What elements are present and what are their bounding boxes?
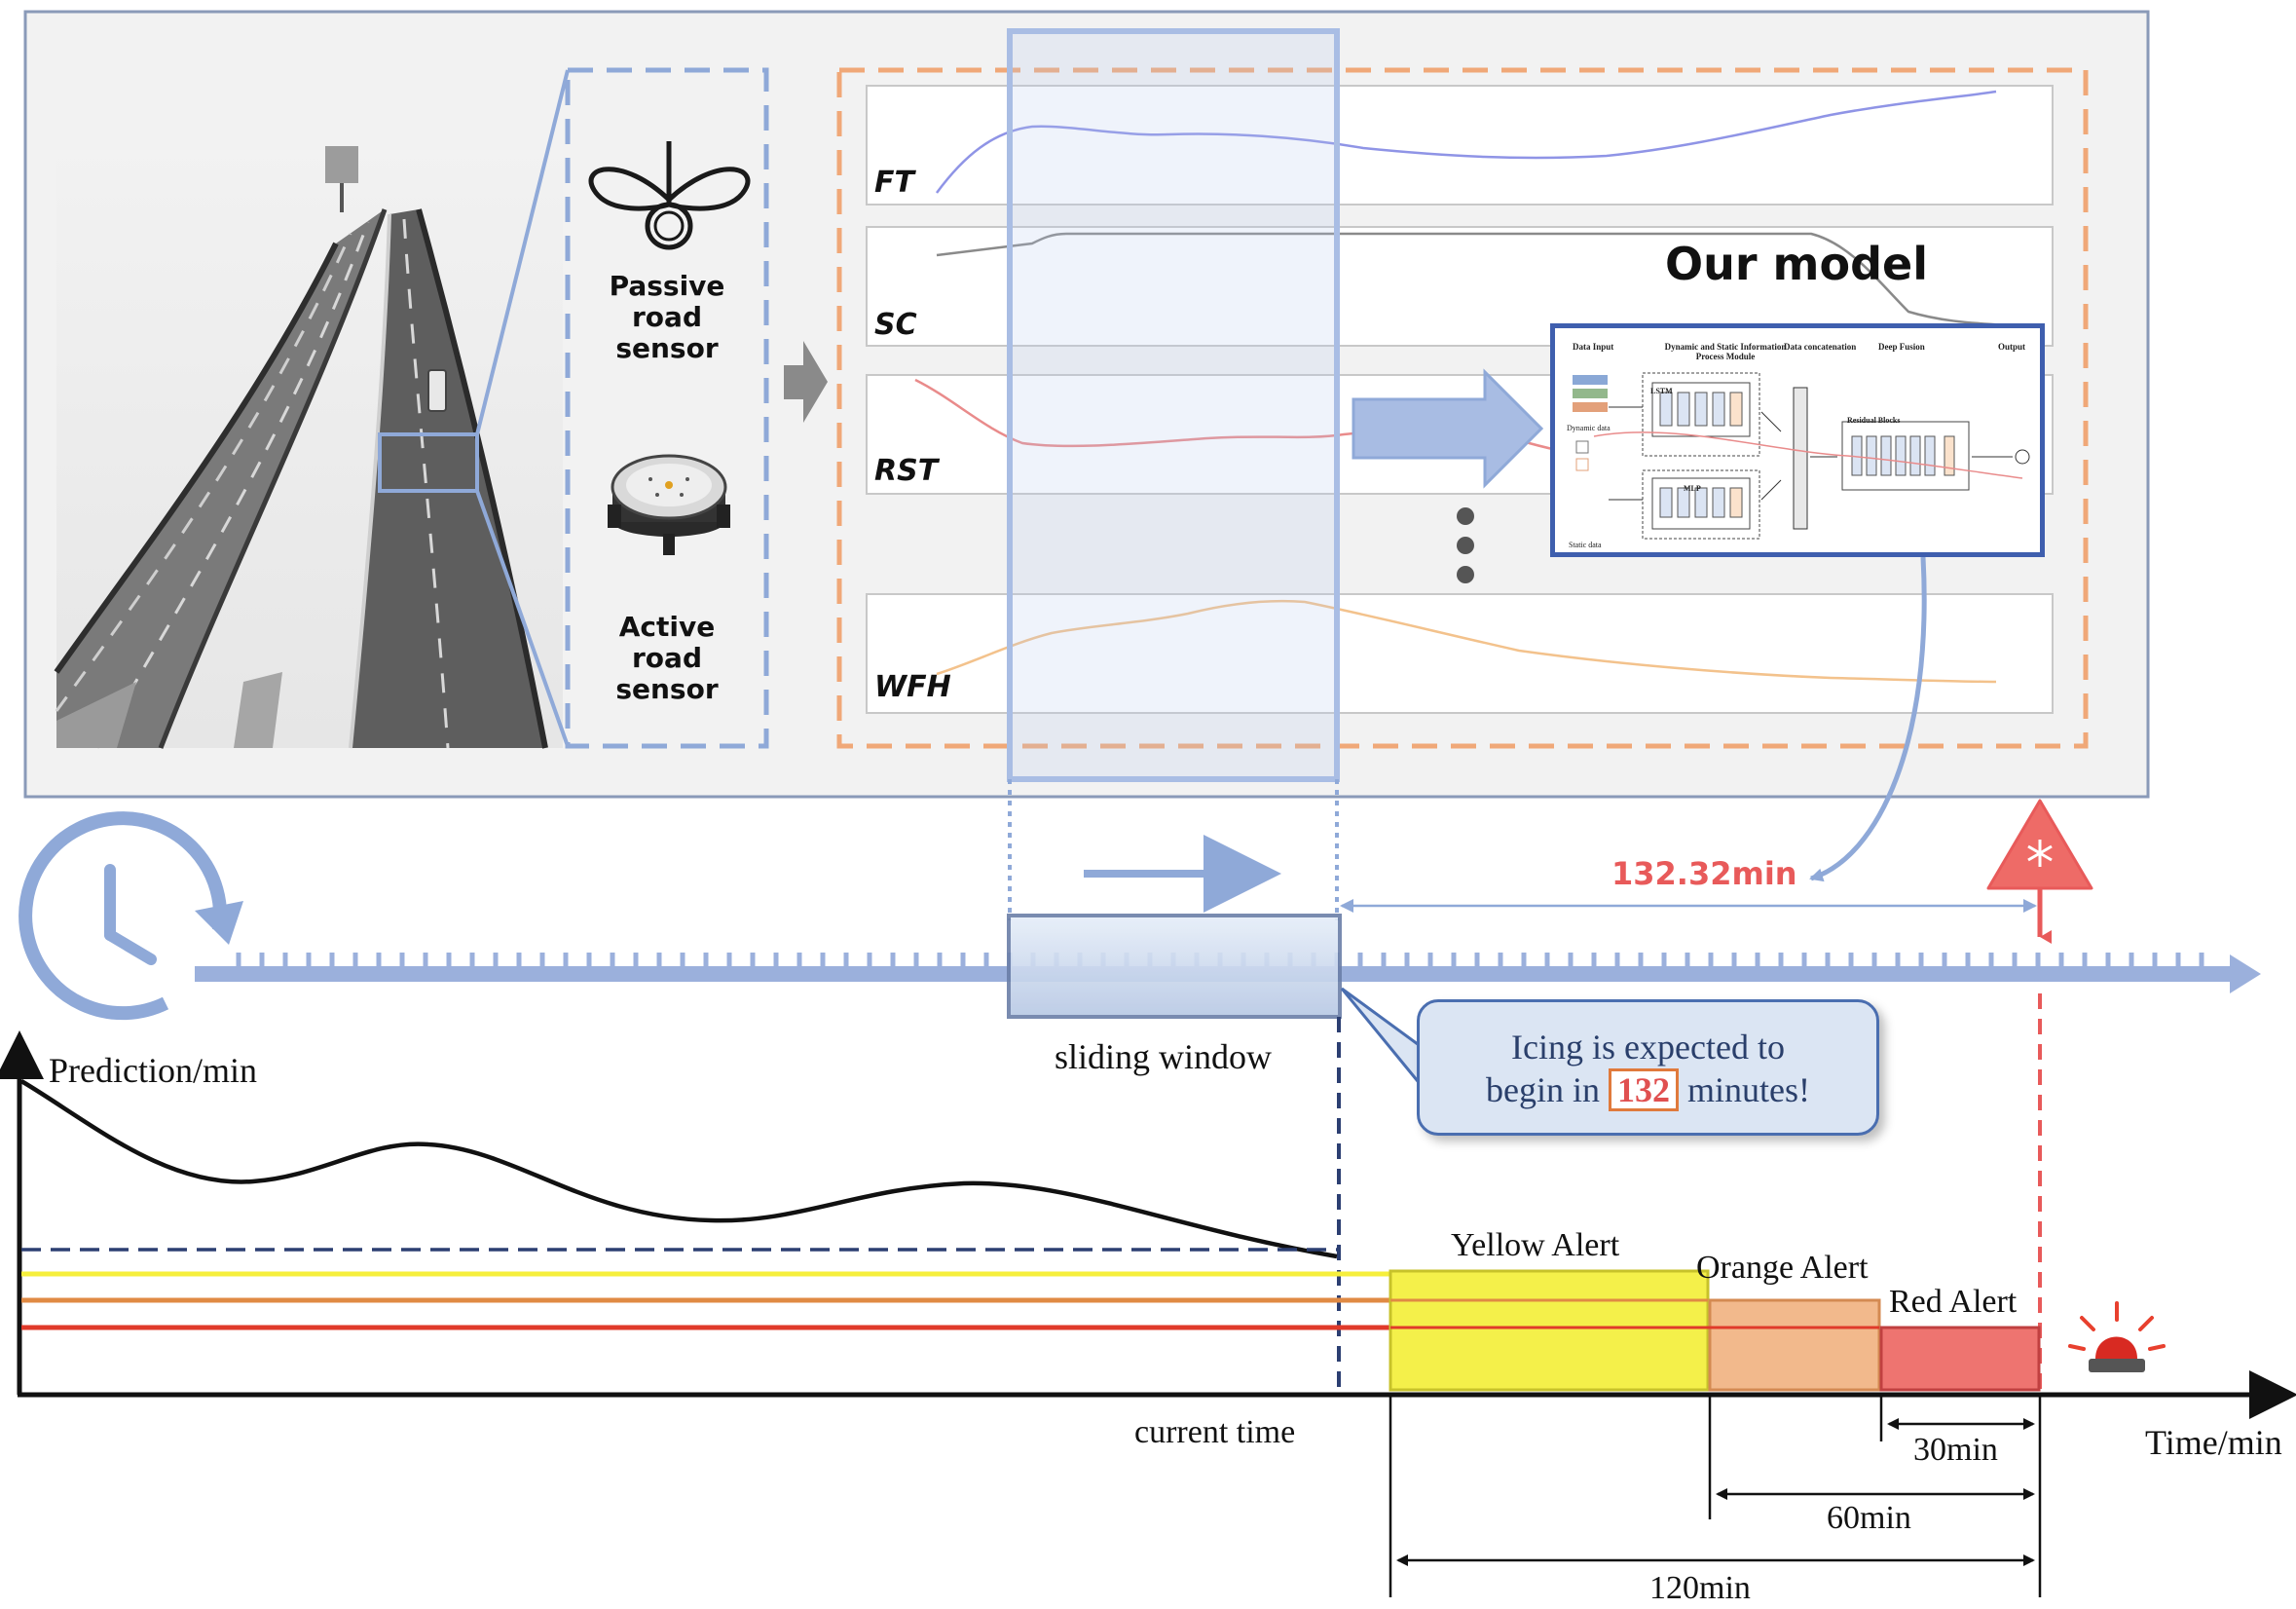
model-diagram-graphic	[1573, 372, 2030, 540]
siren-icon	[2068, 1301, 2166, 1372]
ft-series	[935, 90, 1997, 194]
more-dot	[1457, 537, 1474, 554]
highway-photo	[54, 131, 563, 749]
zoom-line-top	[475, 69, 570, 435]
prediction-curve-arrow	[1809, 556, 1927, 882]
model-input-arrow	[1352, 368, 1544, 489]
model-header: Data Input	[1573, 342, 1614, 352]
y-axis-label: Prediction/min	[49, 1051, 257, 1090]
channel-label-wfh: WFH	[874, 670, 951, 704]
chart-frame	[836, 67, 2089, 749]
orange-alert-label: Orange Alert	[1696, 1250, 1869, 1286]
gray-arrow	[784, 341, 828, 423]
callout-line-1: Icing is expected to	[1511, 1028, 1785, 1066]
model-title: Our model	[1665, 238, 1928, 290]
zoom-line-bottom	[475, 490, 570, 747]
sensor-box	[565, 67, 769, 749]
duration-brackets	[1389, 1395, 2042, 1597]
model-architecture-thumbnail: Data Input Dynamic and Static Informatio…	[1550, 323, 2045, 557]
lstm-label: LSTM	[1650, 387, 1673, 395]
callout-begin: begin in	[1486, 1070, 1600, 1109]
model-header: Output	[1998, 342, 2026, 352]
orange-duration-label: 60min	[1827, 1500, 1911, 1536]
alert-bars	[1389, 1269, 2041, 1392]
callout-minutes: minutes!	[1687, 1070, 1810, 1109]
more-dot	[1457, 566, 1474, 583]
channel-label-ft: FT	[874, 166, 914, 200]
mlp-label: MLP	[1684, 484, 1701, 493]
sc-series	[936, 232, 2007, 327]
static-data-label: Static data	[1569, 541, 1602, 549]
dynamic-data-label: Dynamic data	[1567, 424, 1611, 432]
passive-sensor-icon	[588, 141, 751, 250]
wfh-series	[936, 599, 1997, 684]
callout-pointer	[1340, 987, 1424, 1091]
red-alert-label: Red Alert	[1889, 1284, 2018, 1320]
active-sensor-label: Active road sensor	[615, 611, 719, 705]
active-sensor-icon	[608, 454, 730, 555]
callout-number: 132	[1609, 1068, 1679, 1111]
passive-sensor-label: Passive road sensor	[609, 270, 725, 364]
red-duration-label: 30min	[1913, 1432, 1998, 1468]
sliding-window-box	[1007, 914, 1342, 1019]
snowflake-warning-icon	[1986, 799, 2093, 890]
x-axis-label: Time/min	[2145, 1423, 2282, 1462]
prediction-value: 132.32min	[1611, 855, 1797, 892]
sliding-window-label: sliding window	[1055, 1037, 1273, 1076]
callout-line-2: begin in 132 minutes!	[1420, 1068, 1876, 1111]
channel-label-rst: RST	[874, 454, 939, 488]
model-header: Deep Fusion	[1878, 342, 1925, 352]
model-header: Data concatenation	[1784, 342, 1857, 352]
more-dot	[1457, 507, 1474, 525]
window-frame	[1007, 28, 1340, 782]
model-header: Dynamic and Static Information Process M…	[1664, 342, 1787, 361]
yellow-duration-label: 120min	[1649, 1570, 1751, 1606]
current-time-label: current time	[1134, 1414, 1296, 1450]
prediction-curve	[19, 1079, 1338, 1259]
yellow-alert-label: Yellow Alert	[1451, 1227, 1620, 1263]
residual-label: Residual Blocks	[1847, 416, 1901, 425]
icing-callout: Icing is expected to begin in 132 minute…	[1417, 999, 1879, 1136]
channel-label-sc: SC	[874, 308, 917, 342]
clock-icon	[19, 811, 243, 1021]
